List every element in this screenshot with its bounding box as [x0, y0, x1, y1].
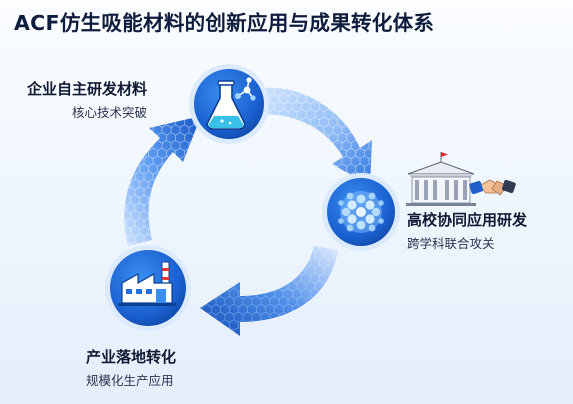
node-right	[322, 173, 400, 251]
handshake-icon	[469, 179, 516, 196]
label-top: 企业自主研发材料 核心技术突破	[27, 78, 147, 121]
page-title: ACF仿生吸能材料的创新应用与成果转化体系	[14, 11, 435, 35]
cell-cluster-icon	[338, 191, 384, 233]
node-right-subtitle: 跨学科联合攻关	[407, 236, 495, 251]
node-right-title: 高校协同应用研发	[407, 211, 528, 229]
arrow-right-to-bottom	[200, 246, 338, 336]
node-bottom	[105, 245, 191, 331]
node-bottom-title: 产业落地转化	[86, 348, 177, 366]
label-bottom: 产业落地转化 规模化生产应用	[86, 346, 176, 389]
node-top-subtitle: 核心技术突破	[72, 105, 148, 120]
flask-icon	[206, 77, 256, 130]
factory-icon	[118, 261, 176, 306]
node-top-title: 企业自主研发材料	[27, 80, 148, 98]
label-right: 高校协同应用研发 跨学科联合攻关	[407, 209, 527, 252]
node-bottom-subtitle: 规模化生产应用	[86, 373, 174, 388]
arrow-bottom-to-top	[124, 116, 201, 246]
arrow-top-to-right	[262, 87, 372, 186]
node-top	[189, 64, 269, 144]
university-building-icon	[406, 152, 476, 206]
